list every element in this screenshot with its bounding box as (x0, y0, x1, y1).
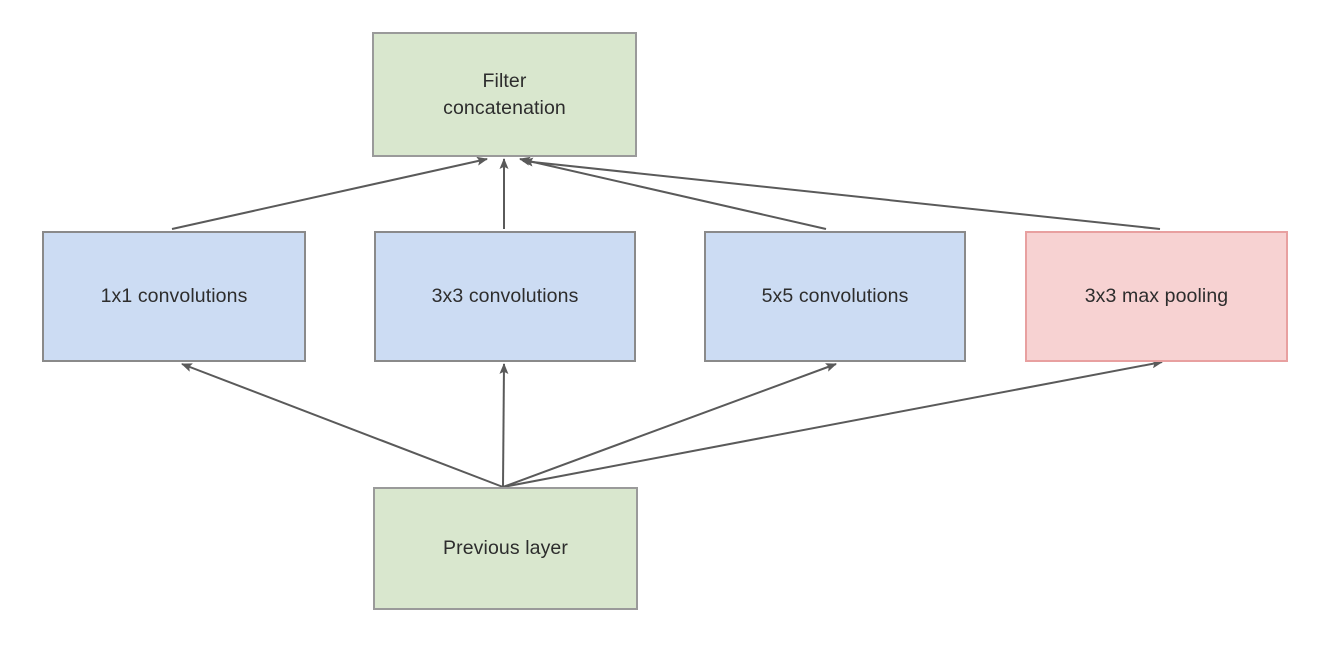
node-conv-5x5[interactable]: 5x5 convolutions (704, 231, 966, 362)
node-conv-1x1[interactable]: 1x1 convolutions (42, 231, 306, 362)
edge-prev-to-3x3 (499, 363, 509, 488)
edge-prev-to-1x1 (181, 363, 504, 488)
node-label-conv-5x5: 5x5 convolutions (761, 285, 909, 308)
edge-prev-to-5x5 (502, 363, 837, 488)
edge-1x1-to-concat (171, 156, 488, 230)
node-maxpool-3x3[interactable]: 3x3 max pooling (1025, 231, 1288, 362)
node-label-filter-concatenation: Filter concatenation (443, 70, 566, 119)
node-filter-concatenation[interactable]: Filter concatenation (372, 32, 637, 157)
node-label-conv-1x1: 1x1 convolutions (100, 285, 248, 308)
edge-5x5-to-concat (519, 156, 827, 230)
edge-prev-to-pool (502, 359, 1163, 488)
node-previous-layer[interactable]: Previous layer (373, 487, 638, 610)
node-label-maxpool-3x3: 3x3 max pooling (1084, 285, 1229, 308)
node-label-previous-layer: Previous layer (443, 537, 568, 560)
edge-group (171, 156, 1163, 488)
node-conv-3x3[interactable]: 3x3 convolutions (374, 231, 636, 362)
edge-pool-to-concat (522, 157, 1161, 230)
node-label-conv-3x3: 3x3 convolutions (431, 285, 579, 308)
